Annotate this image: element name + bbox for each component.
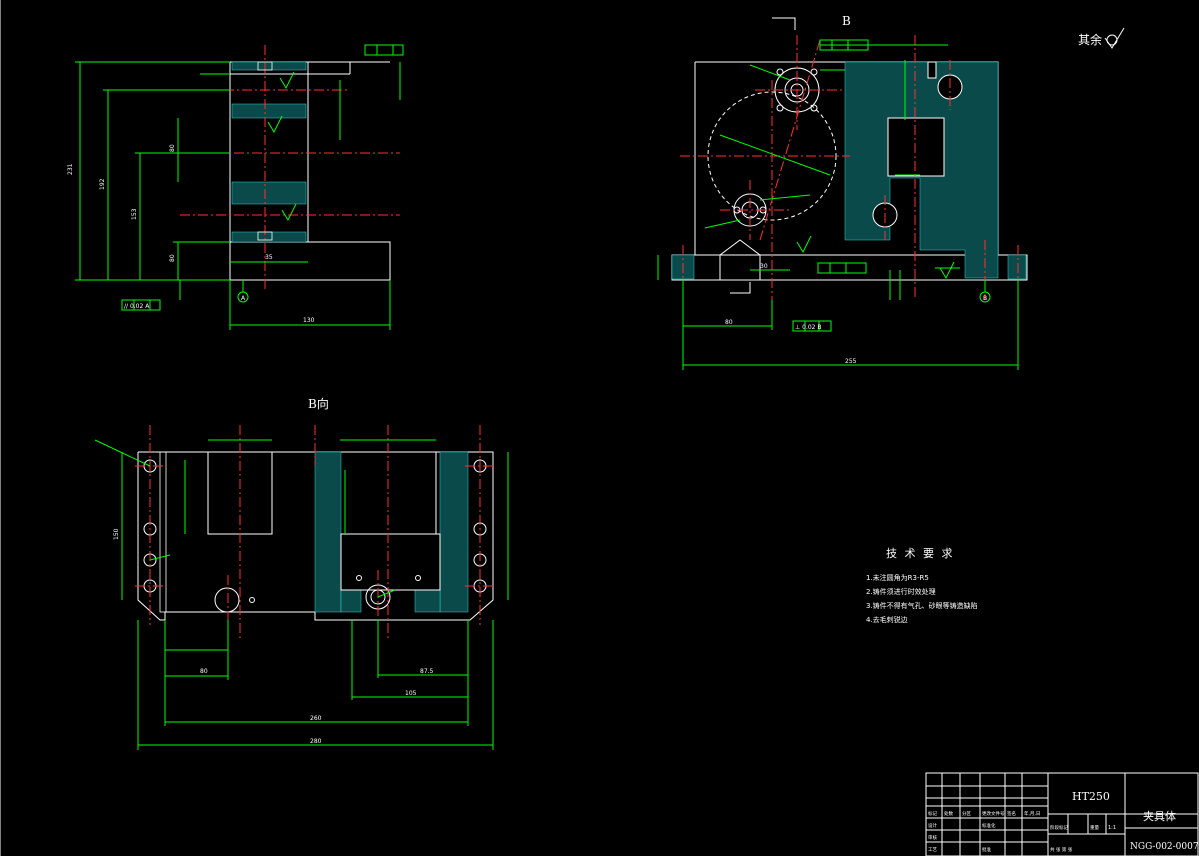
header-cell-5: 签名 [1007,810,1016,817]
weight-label: 重量 [1090,824,1099,831]
approve-label: 批准 [982,846,991,853]
dim-height-5: 80 [169,144,176,152]
dim-overall-height: 231 [67,163,74,175]
surface-finish-icon [1104,27,1125,49]
dim-height-2: 192 [99,178,106,190]
dim-left-offset: 80 [725,319,733,326]
standard-label: 标准化 [982,822,996,829]
drawing-number: NGG-002-0007 [1130,842,1199,852]
front-view: B 255 80 30 ⊥ 0.02 B B 其余 [657,14,1125,370]
header-cell-1: 标记 [928,810,937,817]
left-section-view: 231 192 153 80 80 130 35 // 0.02 A A [67,44,404,330]
view-label-b: B [842,14,851,28]
scale-value: 1:1 [1108,825,1116,831]
dim-height-b: 150 [113,528,120,540]
datum-a-label: A [241,295,246,302]
tech-req-item-3: 3.铸件不得有气孔、砂眼等铸造缺陷 [866,601,978,610]
svg-text:其余: 其余 [1078,32,1102,47]
tech-req-item-1: 1.未注圆角为R3-R5 [866,573,929,582]
sheet-info: 共 张 第 张 [1050,846,1073,853]
view-label-b-view: B向 [308,396,329,411]
gdt-position-top: ⊥ 0.02 B [795,324,822,331]
dim-bottom-total: 255 [845,358,857,365]
header-cell-4: 更改文件号 [982,810,1005,817]
dim-b: 87.5 [420,668,434,675]
row-label-process: 工艺 [928,847,937,853]
material-label: HT250 [1072,790,1110,803]
b-view: B向 [94,396,509,750]
surface-finish-note: 其余 [1078,27,1125,49]
dim-a: 80 [200,668,208,675]
dim-width-inner: 260 [310,715,322,722]
tech-req-item-4: 4.去毛刺锐边 [866,615,908,624]
dim-c: 105 [405,690,417,697]
technical-requirements: 技 术 要 求 1.未注圆角为R3-R5 2.铸件须进行时效处理 3.铸件不得有… [866,547,978,624]
dim-height-4: 80 [169,254,176,262]
tech-req-title: 技 术 要 求 [886,547,955,560]
title-block: HT250 夹具体 NGG-002-0007 1:1 标记 处数 分区 更改文件… [925,772,1199,856]
tech-req-item-2: 2.铸件须进行时效处理 [866,587,936,596]
stage-label: 阶段标记 [1050,824,1068,831]
dim-width-bottom: 130 [303,317,315,324]
row-label-review: 审核 [928,834,937,841]
dim-mid-offset: 30 [760,263,768,270]
header-cell-6: 年,月,日 [1024,810,1040,817]
dim-width-total: 280 [310,738,322,745]
header-cell-3: 分区 [962,810,971,817]
gdt-parallel-left: // 0.02 A [124,303,150,310]
part-name: 夹具体 [1143,809,1176,823]
row-label-design: 设计 [928,822,937,829]
header-cell-2: 处数 [944,810,953,817]
datum-b-label: B [983,295,987,302]
dim-height-3: 153 [131,208,138,220]
dim-width-small: 35 [265,254,273,261]
